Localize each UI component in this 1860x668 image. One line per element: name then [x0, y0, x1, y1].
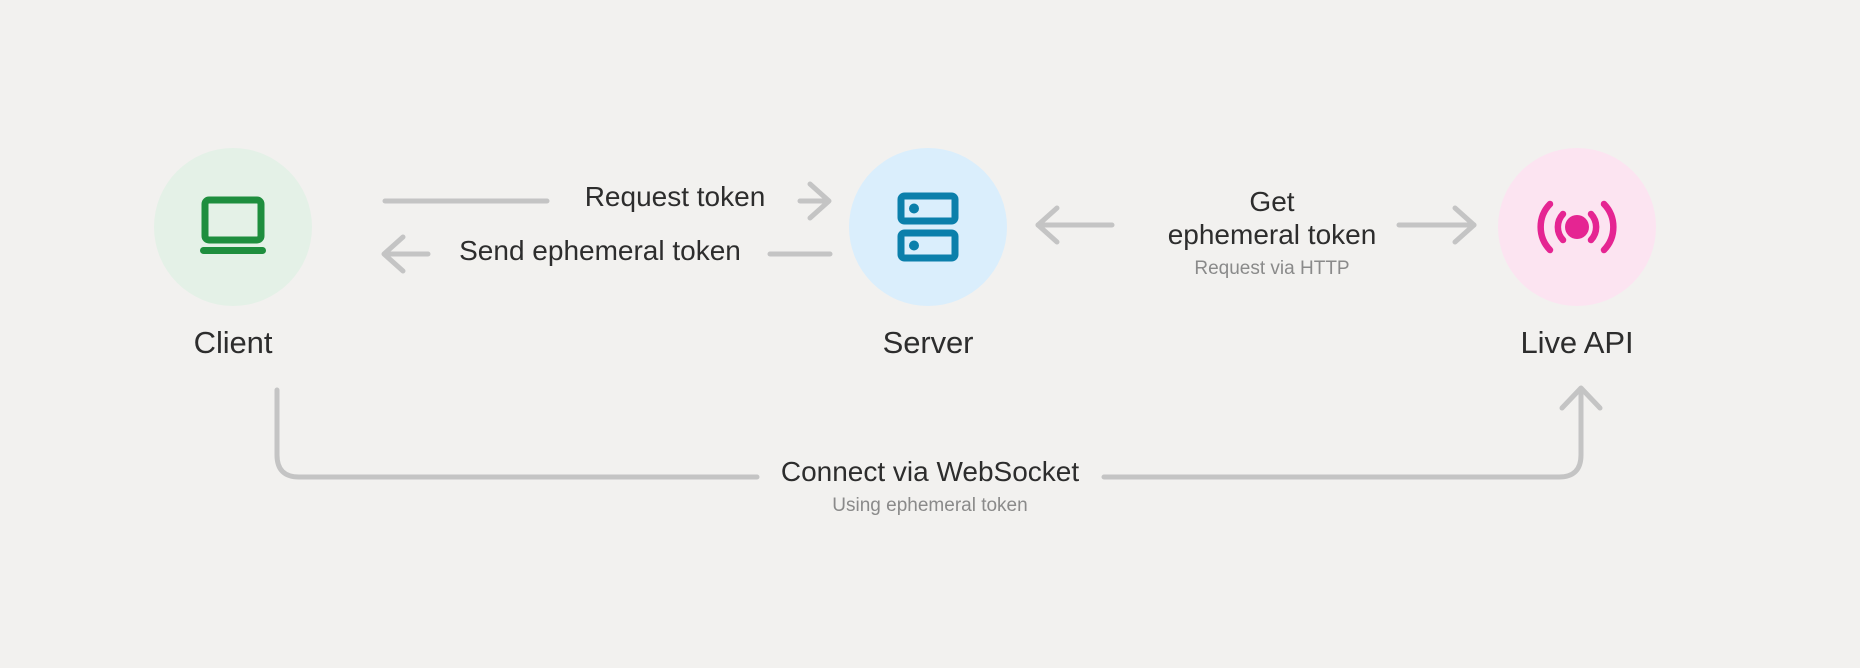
- node-client[interactable]: Client: [133, 148, 333, 360]
- edge-label-get-ephemeral-token-sublabel: Request via HTTP: [1194, 258, 1350, 280]
- edge-label-connect-websocket: Connect via WebSocket Using ephemeral to…: [765, 455, 1095, 517]
- node-server-circle: [849, 148, 1007, 306]
- edge-label-get-ephemeral-token-line1: Get: [1249, 186, 1295, 217]
- laptop-icon: [200, 196, 266, 254]
- node-client-label: Client: [193, 325, 273, 360]
- connector-server-inbound-arrow: [1035, 205, 1115, 245]
- broadcast-icon: [1537, 200, 1617, 254]
- node-client-circle: [154, 148, 312, 306]
- node-server-label: Server: [882, 325, 974, 360]
- edge-label-connect-websocket-sublabel: Using ephemeral token: [832, 495, 1028, 517]
- edge-label-send-ephemeral-token-title: Send ephemeral token: [459, 235, 741, 266]
- edge-label-request-token-title: Request token: [584, 181, 766, 212]
- node-live-api-label: Live API: [1520, 325, 1634, 360]
- node-server[interactable]: Server: [828, 148, 1028, 360]
- edge-label-get-ephemeral-token: Get ephemeral token Request via HTTP: [1162, 185, 1382, 280]
- server-rack-icon: [897, 192, 959, 262]
- node-live-api[interactable]: Live API: [1477, 148, 1677, 360]
- connector-liveapi-inbound-arrow: [1396, 205, 1477, 245]
- edge-label-connect-websocket-title: Connect via WebSocket: [780, 456, 1080, 487]
- node-live-api-circle: [1498, 148, 1656, 306]
- edge-label-request-token: Request token: [555, 180, 795, 213]
- edge-label-get-ephemeral-token-line2: ephemeral token: [1167, 219, 1377, 251]
- edge-label-send-ephemeral-token: Send ephemeral token: [440, 234, 760, 267]
